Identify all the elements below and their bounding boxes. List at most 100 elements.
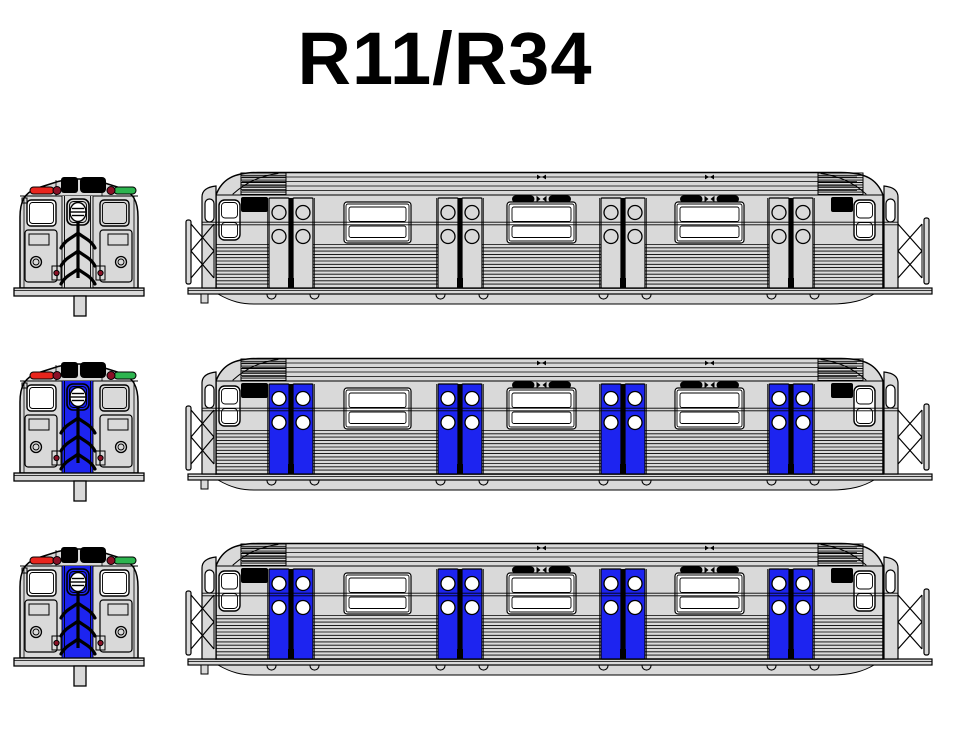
- porthole-window: [464, 204, 480, 221]
- end-posts: [201, 185, 899, 289]
- ad-sign: [680, 195, 739, 203]
- marker-light-red: [29, 186, 55, 195]
- roll-sign-right: [80, 177, 106, 193]
- marker-light-green: [113, 371, 137, 380]
- roof-marker: [705, 174, 714, 180]
- marker-light-red: [29, 371, 55, 380]
- front-safety-chains: [59, 222, 97, 286]
- porthole-window: [295, 575, 311, 592]
- front-side-panels: [24, 229, 133, 283]
- roof-vent-grille-right: [817, 172, 864, 195]
- front-safety-chains: [59, 592, 97, 656]
- fluted-panels: [215, 615, 884, 656]
- tail-light-left: [53, 269, 60, 277]
- cab-windows: [218, 385, 876, 427]
- roof: [232, 172, 867, 195]
- roof-marker: [705, 360, 714, 366]
- roll-sign-left: [61, 547, 78, 563]
- side-underframe: [187, 287, 933, 305]
- roof-marker: [705, 545, 714, 551]
- porthole-window: [795, 390, 811, 407]
- roll-sign-left: [61, 362, 78, 378]
- ad-sign: [512, 566, 571, 574]
- marker-light-green: [113, 556, 137, 565]
- tail-light-right: [97, 454, 104, 462]
- front-door-emblem: [66, 568, 90, 596]
- roof-vent-grille-left: [240, 172, 287, 195]
- train-row-3-blue-door-car-white-windows: [13, 542, 933, 687]
- porthole-window: [464, 599, 480, 616]
- passenger-door: [436, 197, 484, 289]
- side-underframe: [187, 658, 933, 676]
- porthole-window: [440, 414, 456, 431]
- front-side-panels: [24, 414, 133, 468]
- destination-sign-right: [831, 197, 853, 212]
- roof-vent-grille-left: [240, 358, 287, 381]
- front-view: [13, 362, 145, 502]
- passenger-door: [267, 383, 315, 475]
- destination-sign-left: [241, 197, 268, 212]
- door-track-notches: [266, 294, 820, 300]
- passenger-door: [767, 568, 815, 660]
- porthole-window: [771, 228, 787, 245]
- porthole-window: [603, 204, 619, 221]
- side-view: [185, 357, 933, 491]
- front-door-emblem: [66, 198, 90, 226]
- porthole-window: [771, 390, 787, 407]
- ad-sign: [680, 566, 739, 574]
- front-windows: [21, 567, 130, 597]
- porthole-window: [627, 599, 643, 616]
- porthole-window: [440, 390, 456, 407]
- porthole-window: [603, 390, 619, 407]
- end-posts: [201, 371, 899, 475]
- porthole-window: [295, 204, 311, 221]
- passenger-door: [436, 568, 484, 660]
- porthole-window: [464, 390, 480, 407]
- porthole-window: [271, 575, 287, 592]
- front-lights: [29, 547, 137, 565]
- page-title: R11/R34: [298, 17, 593, 100]
- signal-light-right: [106, 556, 116, 565]
- tail-light-left: [53, 454, 60, 462]
- porthole-window: [627, 390, 643, 407]
- porthole-window: [440, 575, 456, 592]
- roll-sign-right: [80, 547, 106, 563]
- passenger-door: [599, 383, 647, 475]
- roof-marker: [537, 174, 546, 180]
- porthole-window: [295, 414, 311, 431]
- front-side-panels: [24, 599, 133, 653]
- tail-light-right: [97, 269, 104, 277]
- roof-vent-grille-left: [240, 543, 287, 566]
- front-underframe: [13, 287, 145, 317]
- coupler: [73, 665, 87, 687]
- front-underframe: [13, 657, 145, 687]
- roof: [232, 543, 867, 566]
- scissor-gate-left: [185, 405, 215, 471]
- porthole-window: [771, 204, 787, 221]
- signal-light-left: [52, 556, 62, 565]
- porthole-window: [603, 228, 619, 245]
- passenger-door: [436, 383, 484, 475]
- porthole-window: [464, 414, 480, 431]
- passenger-door: [599, 568, 647, 660]
- train-row-2-blue-door-car: [13, 357, 933, 502]
- destination-sign-left: [241, 383, 268, 398]
- door-track-notches: [266, 480, 820, 486]
- passenger-doors: [267, 383, 815, 475]
- side-view: [185, 542, 933, 676]
- front-view: [13, 547, 145, 687]
- scissor-gate-right: [897, 403, 930, 471]
- passenger-door: [767, 197, 815, 289]
- porthole-window: [440, 599, 456, 616]
- coupler: [73, 295, 87, 317]
- porthole-window: [771, 575, 787, 592]
- porthole-window: [271, 390, 287, 407]
- porthole-window: [795, 204, 811, 221]
- porthole-window: [295, 228, 311, 245]
- porthole-window: [271, 228, 287, 245]
- cab-windows: [218, 199, 876, 241]
- porthole-window: [271, 414, 287, 431]
- porthole-window: [440, 204, 456, 221]
- fluted-panels: [215, 244, 884, 285]
- train-row-1-silver-car: [13, 171, 933, 317]
